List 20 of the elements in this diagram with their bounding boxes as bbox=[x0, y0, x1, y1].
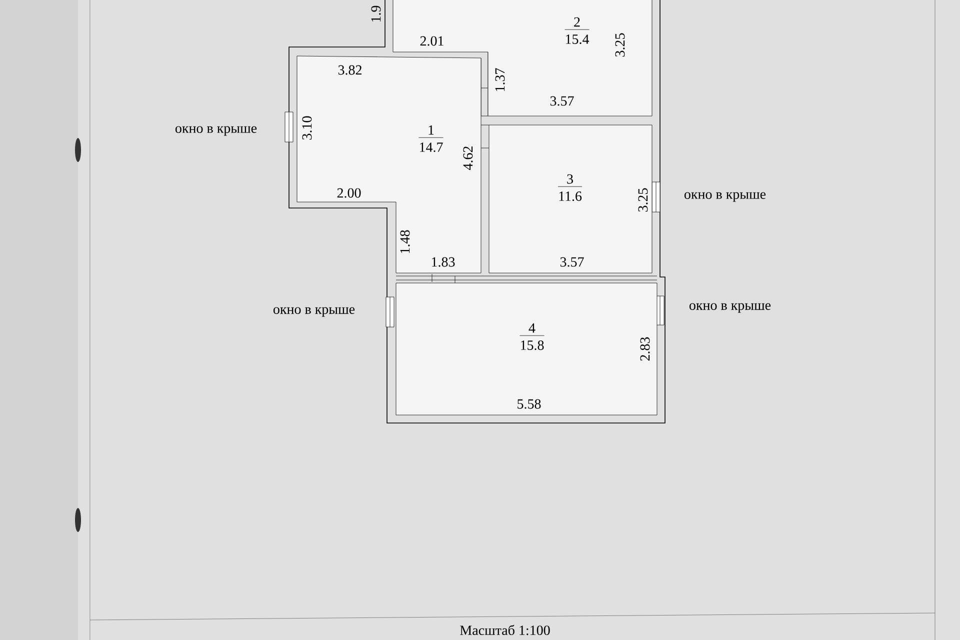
window-label: окно в крыше bbox=[690, 303, 771, 313]
window-label: окно в крыше bbox=[684, 192, 766, 202]
dimension-label: 3.57 bbox=[550, 96, 574, 106]
window-label: окно в крыше bbox=[175, 126, 257, 136]
window-label: окно в крыше bbox=[273, 307, 355, 317]
dimension-label: 5.58 bbox=[518, 399, 541, 409]
dimension-label: 4.62 bbox=[463, 146, 473, 170]
dimension-label: 2.83 bbox=[640, 337, 650, 361]
dimension-label: 3.57 bbox=[560, 257, 584, 267]
dimension-label: 1.9 bbox=[371, 6, 381, 22]
dimension-label: 3.25 bbox=[638, 188, 648, 212]
dimension-label: 3.25 bbox=[615, 33, 625, 57]
dimension-label: 3.82 bbox=[338, 65, 362, 75]
dimension-label: 1.48 bbox=[400, 230, 410, 254]
dimension-label: 2.00 bbox=[337, 188, 361, 198]
dimension-label: 3.10 bbox=[302, 116, 312, 140]
scale-label: Масштаб 1:100 bbox=[460, 624, 550, 636]
dimension-label: 2.01 bbox=[420, 36, 444, 46]
dimension-label: 1.83 bbox=[432, 257, 455, 267]
dimension-label: 1.37 bbox=[495, 68, 505, 92]
